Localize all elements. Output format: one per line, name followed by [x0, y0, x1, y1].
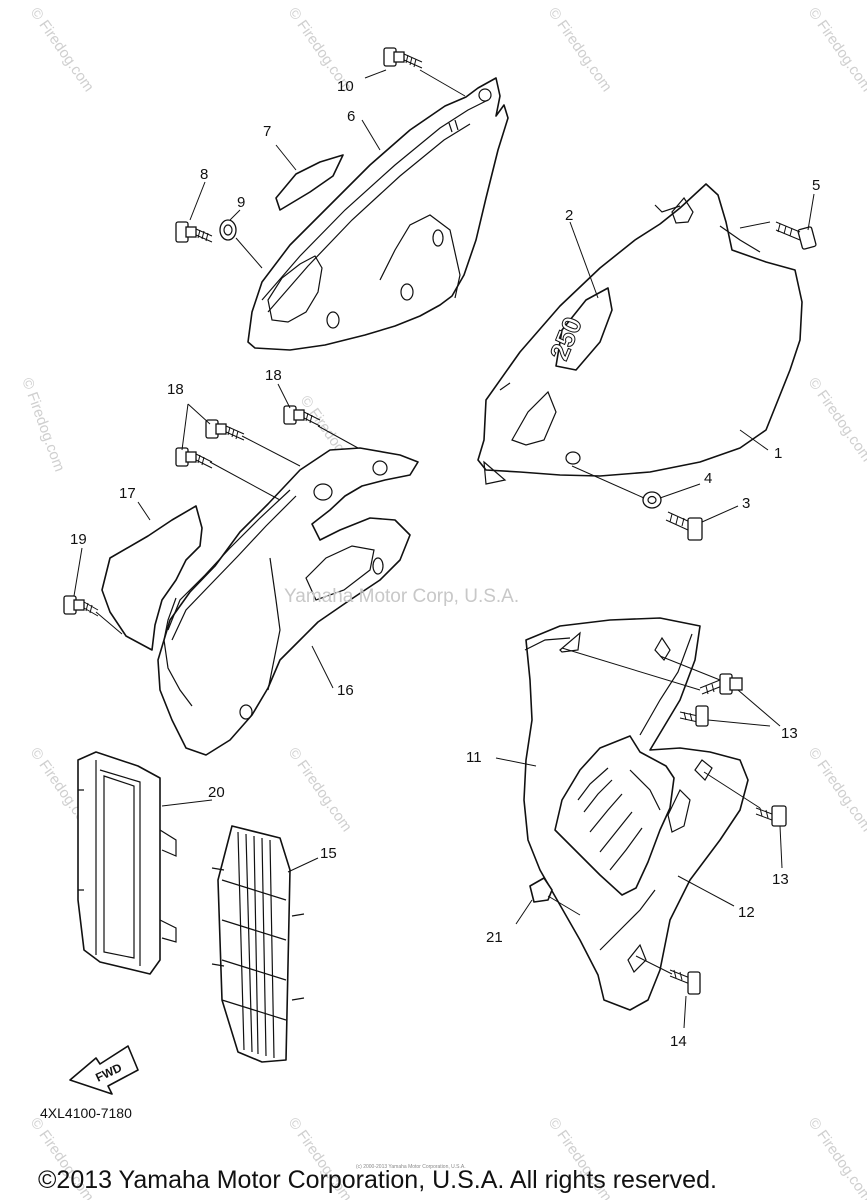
label-part-13-b: 13	[772, 871, 789, 888]
label-part-1: 1	[774, 445, 782, 462]
watermark-text: © Firedog.com	[27, 5, 97, 96]
part-17-inner-shroud	[101, 505, 203, 651]
part-labels: 10 6 7 8 9 2 5 1 4 3 18 18 17 19 16 20 1…	[70, 78, 820, 1050]
part-18-bolt-a	[205, 419, 245, 441]
label-part-2: 2	[565, 207, 573, 224]
part-20-radiator-louver	[77, 751, 177, 975]
part-14-bolt	[669, 969, 701, 995]
forward-arrow-icon: FWD	[69, 1045, 139, 1095]
part-18-bolt-c	[283, 405, 321, 427]
part-4-washer	[642, 491, 662, 509]
label-part-3: 3	[742, 495, 750, 512]
part-3-bolt	[665, 511, 703, 541]
part-1-number-plate	[477, 183, 803, 485]
label-part-13-a: 13	[781, 725, 798, 742]
part-12-decal	[554, 735, 675, 896]
label-part-15: 15	[320, 845, 337, 862]
part-9-nut	[219, 219, 237, 241]
tiny-copyright-notice: (c) 2000-2013 Yamaha Motor Corporation, …	[356, 1164, 466, 1170]
label-part-10: 10	[337, 78, 354, 95]
part-19-bolt	[63, 595, 99, 617]
diagram-code: 4XL4100-7180	[40, 1105, 132, 1121]
label-part-14: 14	[670, 1033, 687, 1050]
part-15-radiator-guard	[211, 825, 305, 1063]
watermark-text: © Firedog.com	[805, 1115, 867, 1200]
part-5-bolt	[775, 221, 817, 250]
part-18-bolt-b	[175, 447, 213, 469]
label-part-8: 8	[200, 166, 208, 183]
label-part-5: 5	[812, 177, 820, 194]
label-part-18-a: 18	[167, 381, 184, 398]
label-part-20: 20	[208, 784, 225, 801]
part-16-shroud	[157, 447, 419, 756]
watermark-text: © Firedog.com	[805, 5, 867, 96]
footer-copyright: ©2013 Yamaha Motor Corporation, U.S.A. A…	[38, 1166, 717, 1194]
label-part-12: 12	[738, 904, 755, 921]
part-8-bolt	[175, 221, 213, 243]
yamaha-watermark: Yamaha Motor Corp, U.S.A.	[284, 586, 519, 607]
part-6-side-cover	[247, 77, 509, 351]
label-part-11: 11	[466, 749, 482, 766]
label-part-18-b: 18	[265, 367, 282, 384]
part-13-bolt-a	[699, 673, 743, 695]
watermark-text-vertical: © Firedog.com	[18, 376, 68, 474]
watermark-text: © Firedog.com	[805, 745, 867, 836]
label-part-19: 19	[70, 531, 87, 548]
label-part-6: 6	[347, 108, 355, 125]
part-13-bolt-c	[755, 805, 787, 827]
watermark-text: © Firedog.com	[285, 745, 355, 836]
watermark-text: © Firedog.com	[545, 5, 615, 96]
part-21-clip	[529, 877, 553, 903]
leader-lines	[73, 69, 815, 1029]
label-part-4: 4	[704, 470, 712, 487]
label-part-21: 21	[486, 929, 503, 946]
part-7-decal	[275, 154, 344, 211]
watermark-text: © Firedog.com	[805, 375, 867, 466]
part-13-bolt-b	[679, 705, 709, 727]
label-part-16: 16	[337, 682, 354, 699]
part-10-bolt	[383, 47, 423, 69]
label-part-7: 7	[263, 123, 271, 140]
label-part-9: 9	[237, 194, 245, 211]
label-part-17: 17	[119, 485, 136, 502]
